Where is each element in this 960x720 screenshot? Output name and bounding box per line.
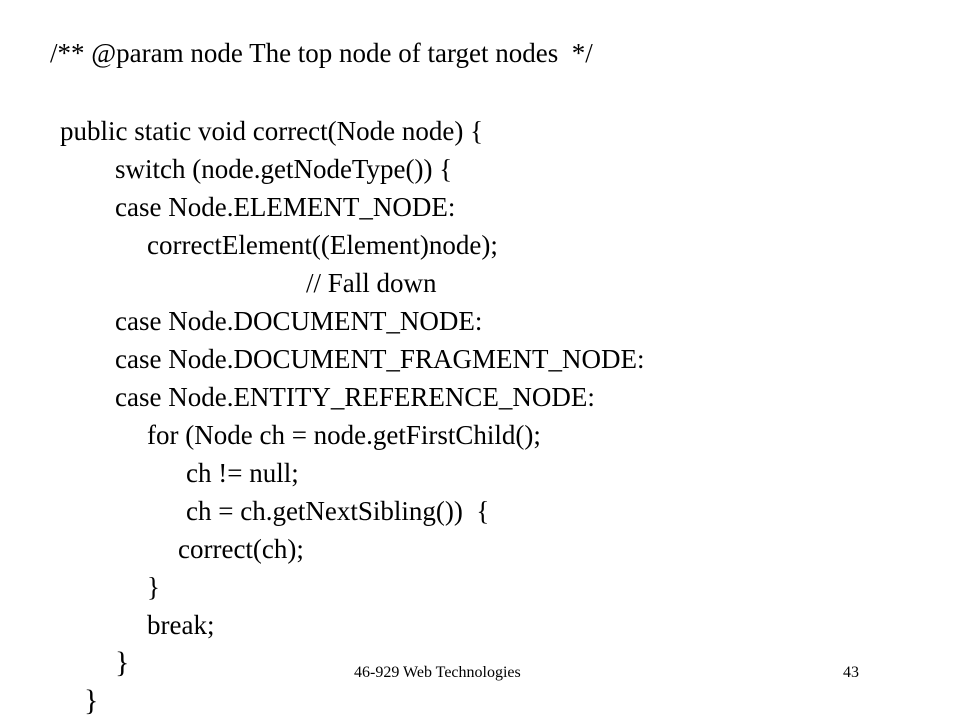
for-loop-init: for (Node ch = node.getFirstChild(); bbox=[147, 420, 541, 450]
footer-page-number: 43 bbox=[843, 664, 859, 681]
switch-closing-brace: } bbox=[115, 646, 130, 679]
break-statement: break; bbox=[147, 610, 215, 640]
correct-element-call: correctElement((Element)node); bbox=[147, 230, 498, 260]
switch-statement: switch (node.getNodeType()) { bbox=[115, 154, 453, 184]
for-loop-increment: ch = ch.getNextSibling()) { bbox=[186, 496, 490, 526]
recursive-correct-call: correct(ch); bbox=[178, 534, 304, 564]
for-loop-condition: ch != null; bbox=[186, 458, 299, 488]
fall-down-comment: // Fall down bbox=[306, 268, 437, 298]
for-loop-closing-brace: } bbox=[147, 572, 160, 602]
case-document-node: case Node.DOCUMENT_NODE: bbox=[115, 306, 483, 336]
method-closing-brace: } bbox=[84, 684, 99, 717]
javadoc-comment: /** @param node The top node of target n… bbox=[50, 38, 593, 68]
footer-course-title: 46-929 Web Technologies bbox=[354, 664, 521, 681]
case-element-node: case Node.ELEMENT_NODE: bbox=[115, 192, 456, 222]
method-signature: public static void correct(Node node) { bbox=[60, 116, 484, 146]
case-entity-reference-node: case Node.ENTITY_REFERENCE_NODE: bbox=[115, 382, 595, 412]
case-document-fragment-node: case Node.DOCUMENT_FRAGMENT_NODE: bbox=[115, 344, 645, 374]
